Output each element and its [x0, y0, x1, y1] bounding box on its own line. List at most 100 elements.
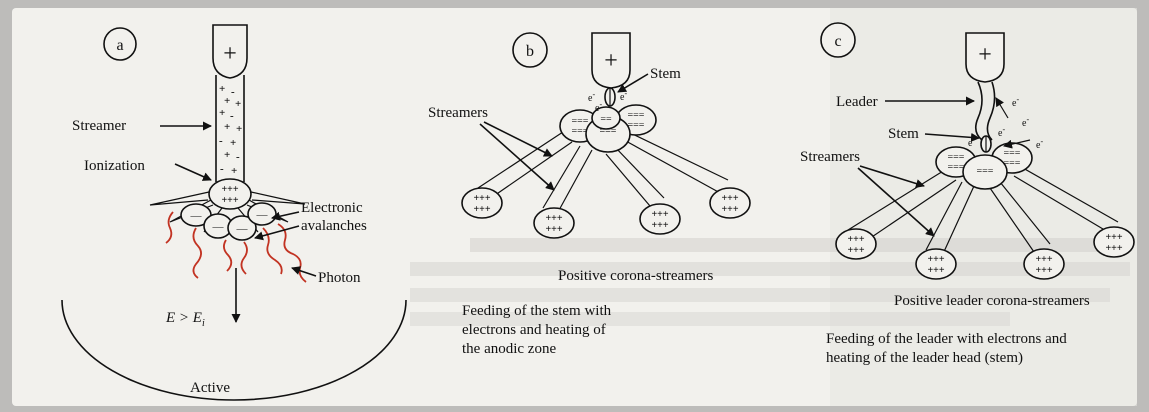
svg-text:+++: +++ — [221, 184, 238, 195]
photon-arrow — [291, 266, 317, 277]
svg-text:+++: +++ — [651, 220, 668, 231]
panel-a-label: a — [116, 37, 123, 54]
svg-text:e-: e- — [1022, 115, 1029, 129]
svg-text:+++: +++ — [545, 224, 562, 235]
svg-text:+++: +++ — [721, 193, 738, 204]
leader-label: Leader — [836, 94, 878, 110]
streamer-head-a — [208, 178, 252, 210]
stem-label-c: Stem — [888, 126, 919, 142]
stem-arrow-b — [617, 73, 649, 93]
svg-text:==: == — [600, 114, 612, 125]
svg-text:===: === — [1004, 158, 1021, 169]
svg-text:+++: +++ — [927, 254, 944, 265]
active-label: Active — [190, 380, 230, 396]
svg-text:+++: +++ — [473, 204, 490, 215]
streamer-label: Streamer — [72, 118, 126, 134]
streamers-arrow-c-1 — [859, 165, 925, 188]
streamer-legs-b — [477, 127, 729, 213]
panel-c-label: c — [834, 33, 841, 50]
svg-text:===: === — [948, 162, 965, 173]
description-c-1: Feeding of the leader with electrons and — [826, 331, 1067, 347]
caption-b: Positive corona-streamers — [558, 268, 714, 284]
svg-text:+++: +++ — [721, 204, 738, 215]
avalanches-label-line-1: Electronic — [301, 200, 363, 216]
svg-text:===: === — [977, 166, 994, 177]
ionization-spikes — [149, 191, 306, 233]
svg-text:+++: +++ — [1105, 243, 1122, 254]
channel-charges: +- ++ +- ++ -+ +- -+ — [219, 83, 242, 177]
svg-text:===: === — [572, 126, 589, 137]
svg-text:-: - — [231, 86, 235, 98]
caption-c: Positive leader corona-streamers — [894, 293, 1090, 309]
svg-text:-: - — [219, 135, 223, 147]
svg-text:e-: e- — [620, 89, 627, 103]
streamers-arrow-c-2 — [857, 167, 935, 237]
svg-text:+: + — [224, 95, 230, 107]
svg-text:e-: e- — [1036, 137, 1043, 151]
streamer-channel — [215, 75, 245, 182]
svg-text:—: — — [212, 221, 225, 233]
svg-text:-: - — [220, 163, 224, 175]
svg-text:===: === — [948, 152, 965, 163]
streamers-label-c: Streamers — [800, 149, 860, 165]
stem-label-b: Stem — [650, 66, 681, 82]
svg-text:—: — — [256, 209, 269, 221]
svg-text:—: — — [236, 223, 249, 235]
panel-b-label: b — [526, 43, 534, 60]
svg-text:+: + — [235, 98, 241, 110]
streamers-arrow-b-2 — [479, 123, 555, 191]
svg-text:===: === — [1004, 148, 1021, 159]
stem-arrow-c — [924, 132, 980, 142]
anode-electrode-c — [965, 32, 1005, 83]
svg-text:+++: +++ — [1035, 265, 1052, 276]
svg-text:+: + — [219, 83, 225, 95]
streamers-arrow-b-1 — [483, 121, 553, 157]
electron-flow-arrows-c — [995, 97, 1031, 149]
svg-text:+++: +++ — [1035, 254, 1052, 265]
streamer-tips-c: +++ +++ +++ +++ +++ +++ +++ +++ — [835, 226, 1135, 280]
svg-text:e-: e- — [998, 125, 1005, 139]
avalanches-arrow-2 — [254, 225, 300, 241]
description-b-3: the anodic zone — [462, 341, 556, 357]
svg-text:===: === — [628, 110, 645, 121]
electrons-c: e- e- e- e- e- — [968, 95, 1043, 151]
svg-text:+++: +++ — [545, 213, 562, 224]
panel-a-badge — [103, 27, 137, 61]
streamers-label-b: Streamers — [428, 105, 488, 121]
head-cluster-b: === === === === === == — [559, 104, 657, 153]
description-b-1: Feeding of the stem with — [462, 303, 612, 319]
ionization-label: Ionization — [84, 158, 145, 174]
svg-text:+: + — [224, 121, 230, 133]
svg-text:-: - — [236, 151, 240, 163]
svg-text:+++: +++ — [927, 265, 944, 276]
anode-symbol-c: + — [978, 42, 992, 68]
svg-text:+++: +++ — [1105, 232, 1122, 243]
ionization-arrow — [174, 163, 212, 181]
streamer-tips-b: +++ +++ +++ +++ +++ +++ +++ +++ — [461, 187, 751, 239]
svg-text:+: + — [224, 149, 230, 161]
svg-text:+: + — [219, 107, 225, 119]
panel-b: b + === === === === === == e — [428, 32, 751, 357]
svg-text:—: — — [190, 210, 203, 222]
electrons-b: e- e- e- — [588, 89, 627, 114]
svg-text:+++: +++ — [847, 245, 864, 256]
svg-text:===: === — [572, 116, 589, 127]
svg-text:+: + — [236, 123, 242, 135]
svg-text:e-: e- — [595, 100, 602, 114]
panel-c: c + === === === === === e- — [800, 22, 1135, 366]
panel-a: a + +- ++ +- ++ -+ +- -+ +++ +++ — — — — [61, 24, 407, 401]
photon-paths — [165, 211, 307, 283]
svg-text:+++: +++ — [651, 209, 668, 220]
svg-text:+++: +++ — [847, 234, 864, 245]
svg-text:===: === — [600, 126, 617, 137]
field-label: E > Ei — [165, 310, 205, 329]
svg-text:+: + — [231, 165, 237, 177]
panel-b-badge — [512, 32, 548, 68]
svg-text:-: - — [230, 110, 234, 122]
svg-text:e-: e- — [588, 90, 595, 104]
description-c-2: heating of the leader head (stem) — [826, 350, 1023, 366]
panel-c-badge — [820, 22, 856, 58]
svg-text:+++: +++ — [473, 193, 490, 204]
anode-symbol-b: + — [604, 48, 618, 74]
